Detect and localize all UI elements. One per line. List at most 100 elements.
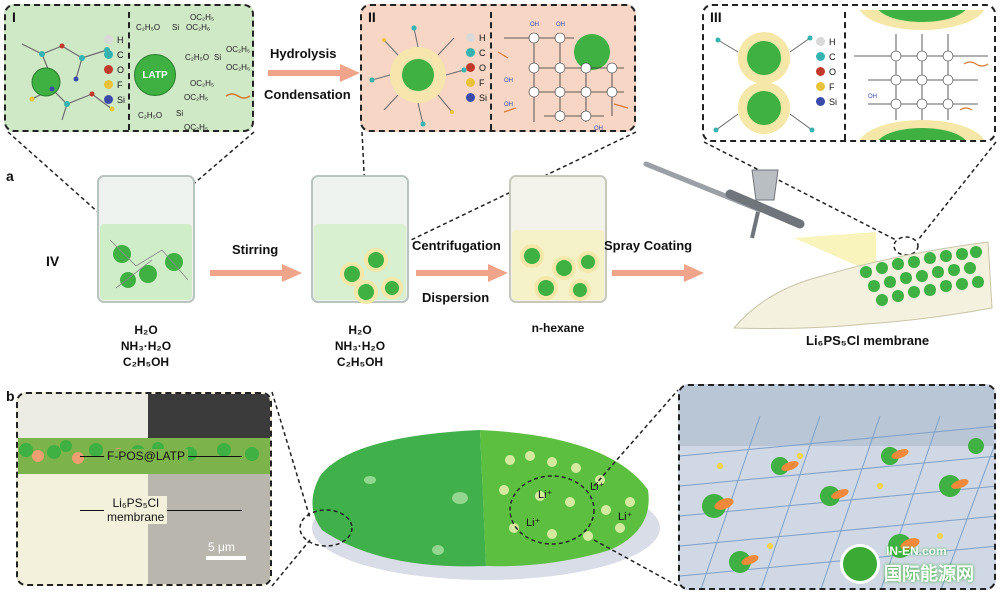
centrifugation-label: Centrifugation	[412, 238, 501, 253]
solvent-1-2: NH₃·H₂O	[120, 339, 172, 353]
inset-label-III: III	[710, 9, 722, 25]
inset-label-I: I	[12, 9, 16, 25]
molecule-illustration-III	[713, 32, 815, 134]
divider-I	[128, 12, 130, 130]
svg-text:C₂H₅O: C₂H₅O	[136, 23, 160, 32]
legend-item-si: Si	[466, 90, 487, 105]
membrane-label: Li₆PS₅Cl membrane	[806, 333, 930, 348]
scale-bar-label: 5 μm	[208, 540, 235, 554]
sem-membrane-label-line1: Li₆PS₅Cl	[112, 496, 159, 510]
legend-I: H C O F Si	[104, 32, 125, 107]
svg-text:OH: OH	[504, 78, 513, 84]
sem-membrane-region	[148, 474, 270, 584]
sem-membrane-label-line2: membrane	[107, 510, 165, 524]
spray-gun	[643, 161, 805, 239]
solvent-3-1: n-hexane	[531, 321, 585, 335]
legend-item-f: F	[104, 77, 125, 92]
svg-text:OC₂H₅: OC₂H₅	[190, 14, 214, 22]
inset-panel-I: I H C O F Si LATP C₂H₅O Si OC₂H₆ OC₂H₅ C…	[4, 4, 254, 132]
svg-text:Si: Si	[176, 109, 183, 118]
svg-text:Si: Si	[172, 23, 179, 32]
solvent-2-2: NH₃·H₂O	[334, 339, 386, 353]
svg-text:OC₂H₅: OC₂H₅	[184, 123, 208, 132]
sem-background-top	[18, 394, 148, 442]
svg-text:OH: OH	[594, 126, 603, 132]
legend-item-si: Si	[104, 92, 125, 107]
dispersion-label: Dispersion	[422, 290, 490, 305]
svg-text:OC₂H₅: OC₂H₅	[190, 79, 214, 88]
inset-panel-II: II H C O F Si OH OH OH OH OH	[360, 4, 636, 132]
beaker-2	[311, 175, 409, 304]
svg-text:OH: OH	[868, 94, 877, 100]
svg-text:OH: OH	[556, 22, 565, 28]
legend-item-f: F	[816, 79, 837, 94]
solvent-list-2: H₂O NH₃·H₂O C₂H₅OH	[322, 322, 398, 370]
spray-mist	[794, 232, 876, 274]
disc-li-label-3: Li⁺	[590, 481, 605, 493]
hydrolysis-label: Hydrolysis	[270, 46, 337, 61]
siloxane-network-III: OH	[854, 10, 989, 140]
coating-label: F-POS@LATP	[104, 449, 188, 463]
legend-item-f: F	[466, 75, 487, 90]
scale-bar	[206, 556, 246, 560]
solvent-1-1: H₂O	[134, 323, 158, 337]
solvent-1-3: C₂H₅OH	[122, 355, 170, 369]
svg-text:OC₂H₅: OC₂H₅	[226, 63, 250, 72]
panel-letter-b: b	[6, 388, 15, 404]
solvent-list-3: n-hexane	[520, 320, 596, 336]
svg-text:OC₂H₅: OC₂H₅	[226, 45, 250, 54]
arrow-stirring	[210, 264, 302, 282]
beaker-1	[97, 175, 195, 303]
legend-item-c: C	[104, 47, 125, 62]
sem-membrane-label: Li₆PS₅Cl membrane	[104, 496, 168, 524]
siloxane-network-II: OH OH OH OH OH	[497, 22, 629, 132]
spray-coating-label: Spray Coating	[604, 238, 693, 253]
watermark-logo-icon	[840, 544, 880, 584]
beaker-3	[509, 175, 607, 303]
latp-label: LATP	[142, 69, 168, 81]
svg-text:C₂H₅O: C₂H₅O	[185, 53, 209, 62]
arrow-centrifugation	[416, 264, 508, 282]
legend-item-si: Si	[816, 94, 837, 109]
arrow-hydrolysis	[268, 64, 360, 82]
panel-letter-a: a	[6, 168, 14, 184]
watermark-name: 国际能源网	[884, 564, 974, 584]
solvent-2-1: H₂O	[348, 323, 372, 337]
svg-text:C₂H₅O: C₂H₅O	[138, 111, 162, 120]
network-illustration	[680, 386, 994, 588]
svg-text:OH: OH	[504, 102, 513, 108]
watermark: IN-EN.com 国际能源网	[840, 540, 996, 592]
condensation-label: Condensation	[264, 87, 351, 102]
legend-item-o: O	[816, 64, 837, 79]
arrow-spray-coating	[612, 264, 704, 282]
sem-background-dark	[148, 394, 270, 442]
legend-III: H C O F Si	[816, 34, 837, 109]
legend-item-c: C	[816, 49, 837, 64]
svg-text:OC₂H₅: OC₂H₅	[184, 93, 208, 102]
inset-panel-III: III H C O F Si OH	[702, 4, 996, 142]
membrane-disc: Li⁺ Li⁺ Li⁺ Li⁺	[299, 430, 660, 580]
divider-II	[490, 12, 492, 130]
svg-text:OC₂H₆: OC₂H₆	[186, 23, 210, 32]
divider-III	[844, 12, 846, 140]
legend-item-h: H	[104, 32, 125, 47]
legend-item-o: O	[466, 60, 487, 75]
inset-label-II: II	[368, 9, 376, 25]
legend-II: H C O F Si	[466, 30, 487, 105]
disc-li-label-2: Li⁺	[526, 517, 541, 529]
legend-item-o: O	[104, 62, 125, 77]
svg-text:OH: OH	[530, 22, 539, 28]
solvent-2-3: C₂H₅OH	[336, 355, 384, 369]
solvent-list-1: H₂O NH₃·H₂O C₂H₅OH	[108, 322, 184, 370]
beaker-label-iv: IV	[46, 253, 60, 269]
disc-li-label-1: Li⁺	[538, 489, 553, 501]
stirring-label: Stirring	[232, 242, 279, 257]
svg-text:Si: Si	[214, 53, 221, 62]
legend-item-h: H	[816, 34, 837, 49]
molecule-illustration-I	[21, 43, 115, 121]
formula-diagram-I: C₂H₅O Si OC₂H₆ OC₂H₅ C₂H₅O Si OC₂H₅ OC₂H…	[136, 14, 251, 132]
watermark-site: IN-EN.com	[886, 544, 947, 558]
legend-item-h: H	[466, 30, 487, 45]
latp-core: LATP	[134, 54, 176, 96]
